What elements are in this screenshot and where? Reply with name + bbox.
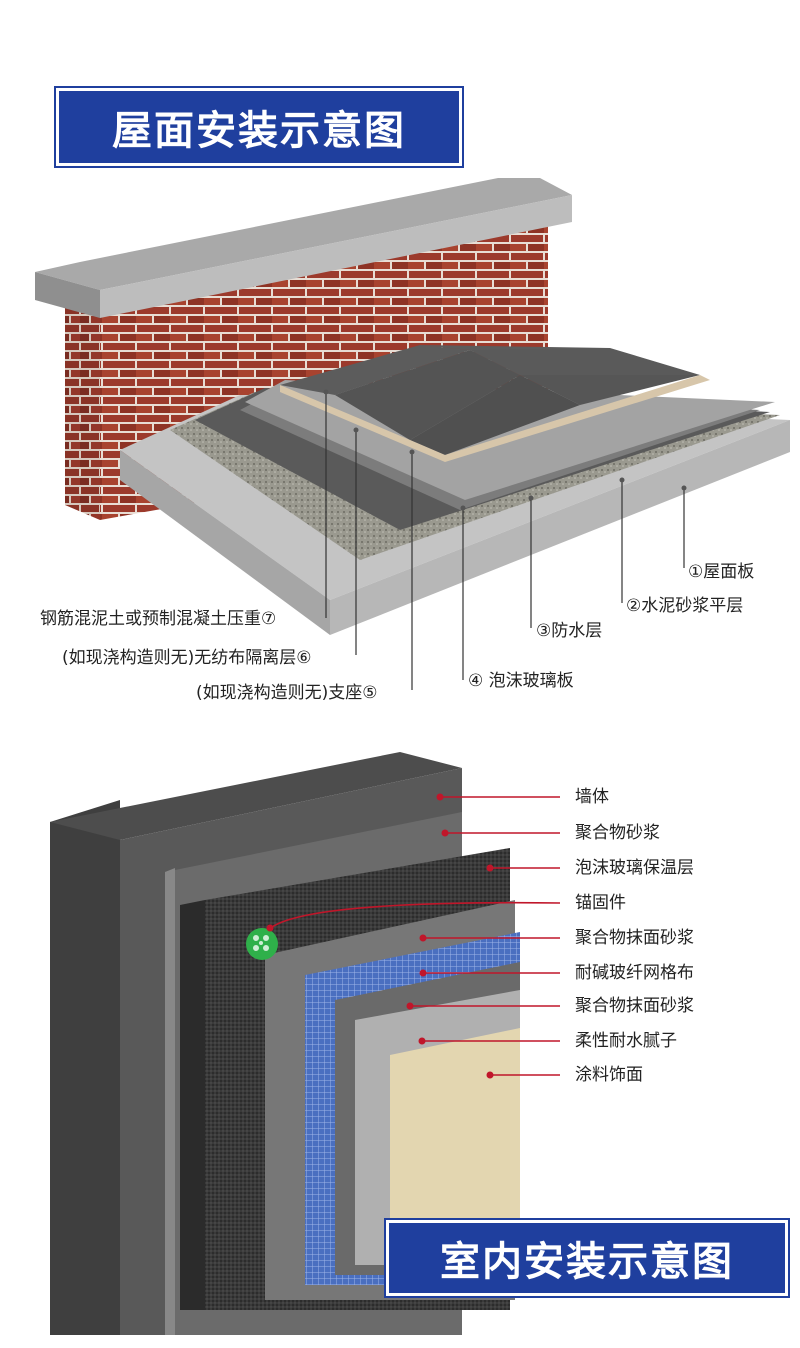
interior-label-putty: 柔性耐水腻子 — [575, 1031, 677, 1051]
roof-label-2: ②水泥砂浆平层 — [626, 596, 744, 616]
paver-edge — [280, 375, 710, 462]
paver-3 — [335, 350, 520, 440]
paver-4 — [470, 348, 700, 375]
roof-label-4: ④ 泡沫玻璃板 — [468, 671, 574, 691]
paver-6 — [520, 375, 700, 405]
paint-finish — [390, 1028, 520, 1240]
roof-label-1: ①屋面板 — [688, 562, 755, 582]
coping-front — [100, 195, 572, 318]
roof-leaders — [325, 392, 685, 690]
roof-diagram — [35, 178, 790, 690]
paver-1 — [280, 345, 470, 395]
interior-label-mesh: 耐碱玻纤网格布 — [575, 963, 694, 983]
interior-label-anchor: 锚固件 — [575, 893, 626, 913]
wall-layer-top — [50, 752, 462, 840]
wall-layer-side — [50, 800, 120, 1335]
coping-side — [35, 272, 100, 318]
roof-leader-dots — [323, 389, 687, 511]
brick-wall-side — [65, 285, 100, 520]
interior-title-banner: 室内安装示意图 — [386, 1220, 788, 1296]
roof-slab-front — [120, 450, 330, 635]
roof-label-6: (如现浇构造则无)无纺布隔离层⑥ — [62, 648, 312, 668]
paver-5 — [410, 375, 580, 455]
coping-top — [35, 178, 572, 290]
interior-label-foam-glass: 泡沫玻璃保温层 — [575, 858, 694, 878]
anchor-icon — [246, 928, 278, 960]
roof-label-5: (如现浇构造则无)支座⑤ — [196, 683, 378, 703]
interior-label-plaster-2: 聚合物抹面砂浆 — [575, 996, 694, 1016]
roof-slab-right — [330, 420, 790, 635]
roof-title-banner: 屋面安装示意图 — [56, 88, 462, 166]
roof-label-3: ③防水层 — [536, 621, 603, 641]
interior-label-plaster-1: 聚合物抹面砂浆 — [575, 928, 694, 948]
roof-label-7: 钢筋混泥土或预制混凝土压重⑦ — [40, 609, 277, 629]
interior-leaders — [267, 796, 561, 1076]
interior-label-paint: 涂料饰面 — [575, 1065, 643, 1085]
interior-label-wall: 墙体 — [575, 787, 609, 807]
interior-label-polymer-mortar: 聚合物砂浆 — [575, 823, 660, 843]
